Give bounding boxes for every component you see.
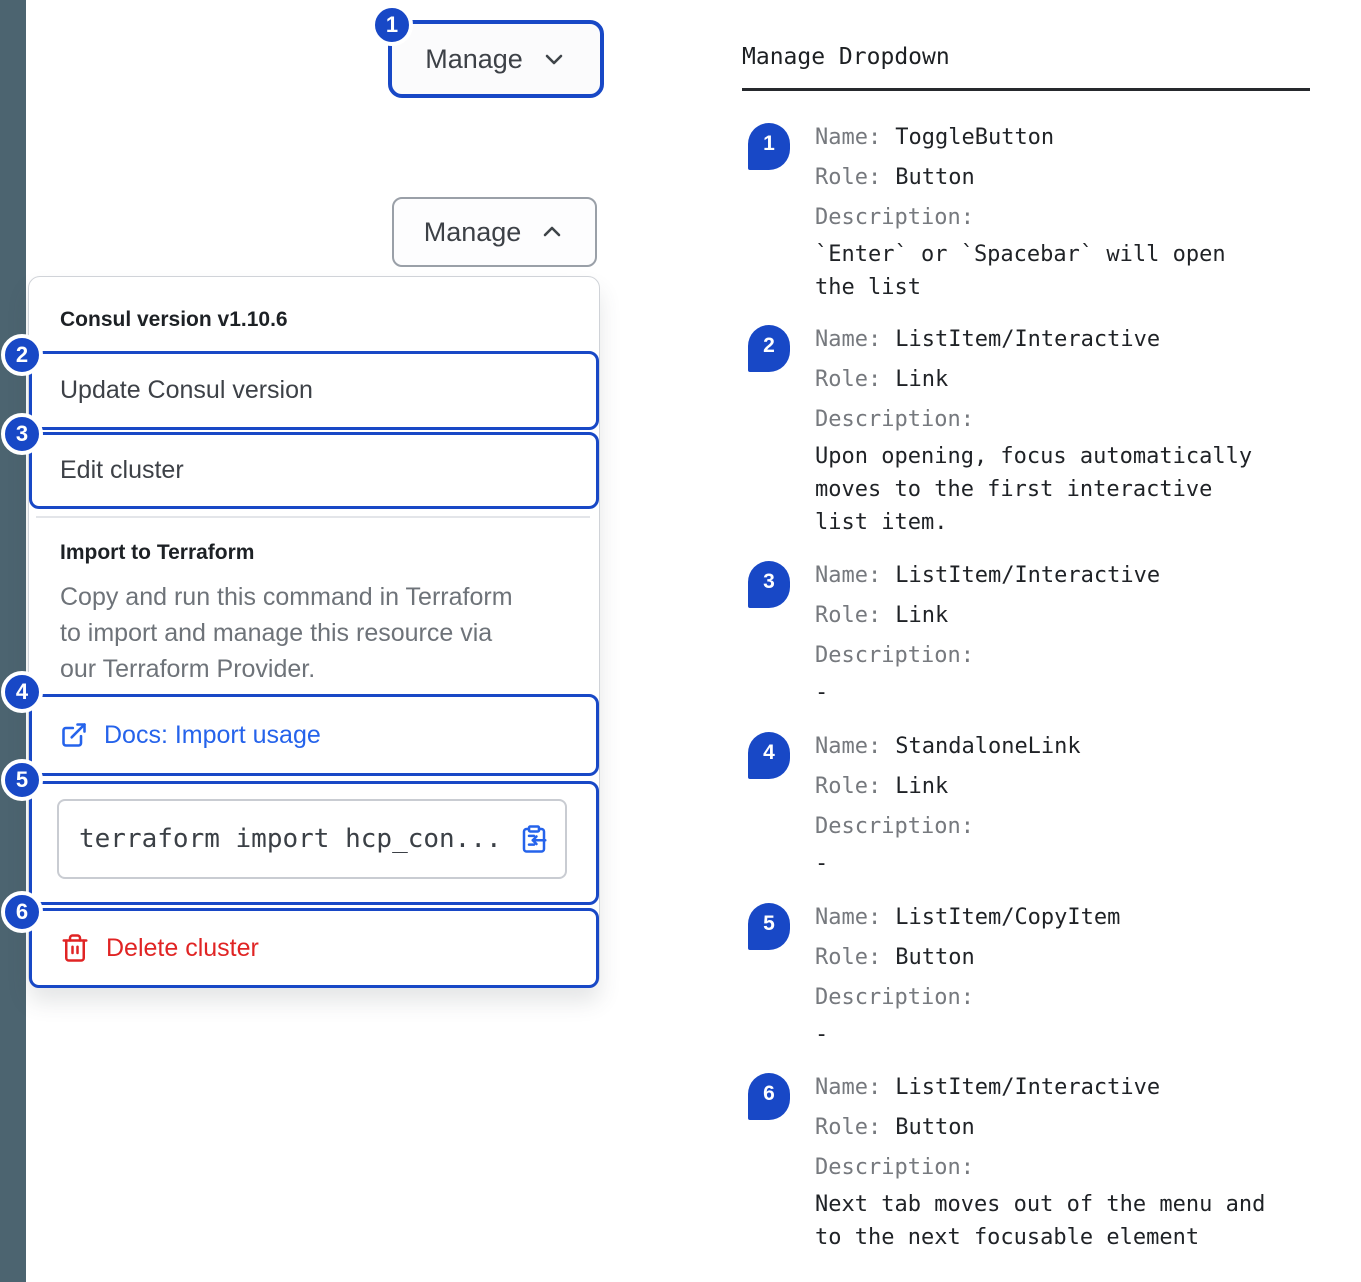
- annotation-entry-5: 5 Name: ListItem/CopyItem Role: Button Des…: [742, 898, 1332, 1051]
- marker-number: 4: [15, 679, 29, 704]
- left-edge-strip: [0, 0, 26, 1282]
- description-label: Description:: [815, 1155, 974, 1180]
- name-value: ListItem/Interactive: [895, 1075, 1161, 1100]
- manage-button-label: Manage: [423, 216, 522, 247]
- menu-header-consul-version: Consul version v1.10.6: [60, 308, 288, 331]
- role-value: Link: [895, 603, 949, 628]
- manage-toggle-button-collapsed[interactable]: Manage: [388, 20, 604, 98]
- role-label: Role:: [815, 165, 882, 190]
- chevron-down-icon: [541, 46, 567, 72]
- menu-header-import-terraform: Import to Terraform: [60, 541, 255, 564]
- annotation-entry-6: 6 Name:ListItem/Interactive Role:Button …: [742, 1068, 1332, 1254]
- name-value: ListItem/CopyItem: [895, 905, 1121, 930]
- description-label: Description:: [815, 814, 974, 839]
- name-value: ListItem/Interactive: [895, 327, 1161, 352]
- name-value: StandaloneLink: [895, 734, 1081, 759]
- annotation-marker-3: 3: [1, 413, 43, 455]
- marker-number: 5: [15, 767, 29, 792]
- menu-item-update-consul-version[interactable]: Update Consul version: [29, 351, 599, 430]
- role-label: Role:: [815, 367, 882, 392]
- marker-number: 6: [15, 899, 29, 924]
- manage-toggle-button-expanded[interactable]: Manage: [392, 197, 597, 267]
- description-label: Description:: [815, 205, 974, 230]
- description-text: -: [815, 1022, 829, 1047]
- name-value: ListItem/Interactive: [895, 563, 1161, 588]
- role-label: Role:: [815, 603, 882, 628]
- description-label: Description:: [815, 407, 974, 432]
- chevron-up-icon: [539, 219, 565, 245]
- name-label: Name:: [815, 327, 882, 352]
- copy-to-clipboard-icon[interactable]: [519, 824, 549, 854]
- delete-cluster-label: Delete cluster: [106, 933, 259, 962]
- entry-marker-4: 4: [748, 732, 790, 779]
- name-label: Name:: [815, 734, 882, 759]
- entry-marker-3: 3: [748, 561, 790, 608]
- annotation-marker-5: 5: [1, 759, 43, 801]
- description-text: -: [815, 851, 829, 876]
- name-label: Name:: [815, 125, 882, 150]
- role-value: Button: [895, 165, 975, 190]
- menu-item-label: Update Consul version: [60, 376, 313, 404]
- marker-number: 1: [385, 12, 399, 37]
- annotation-marker-2: 2: [1, 334, 43, 376]
- role-value: Link: [895, 774, 949, 799]
- role-label: Role:: [815, 1115, 882, 1140]
- annotation-entry-1: 1 Name: ToggleButton Role: Button Descript…: [742, 118, 1332, 304]
- docs-link-label: Docs: Import usage: [104, 720, 321, 749]
- entry-marker-1: 1: [748, 123, 790, 170]
- external-link-icon: [60, 721, 88, 749]
- trash-icon: [60, 933, 90, 963]
- role-value: Link: [895, 367, 949, 392]
- name-label: Name:: [815, 1075, 882, 1100]
- entry-marker-5: 5: [748, 903, 790, 950]
- menu-item-delete-cluster[interactable]: Delete cluster: [29, 908, 599, 988]
- annotation-marker-1: 1: [371, 4, 413, 46]
- entry-marker-2: 2: [748, 325, 790, 372]
- entry-marker-6: 6: [748, 1073, 790, 1120]
- menu-separator: [36, 516, 590, 518]
- name-label: Name:: [815, 905, 882, 930]
- annotation-panel-title: Manage Dropdown: [742, 44, 950, 70]
- menu-item-label: Edit cluster: [60, 456, 184, 484]
- description-label: Description:: [815, 643, 974, 668]
- manage-button-label: Manage: [425, 43, 523, 74]
- role-value: Button: [895, 945, 975, 970]
- role-label: Role:: [815, 945, 882, 970]
- docs-import-usage-link[interactable]: Docs: Import usage: [29, 694, 599, 776]
- annotation-entry-4: 4 Name: StandaloneLink Role: Link Descript…: [742, 727, 1332, 880]
- role-value: Button: [895, 1115, 975, 1140]
- annotation-marker-6: 6: [1, 891, 43, 933]
- terraform-import-code-field[interactable]: terraform import hcp_con...: [57, 799, 567, 879]
- marker-number: 2: [15, 342, 29, 367]
- code-snippet-text: terraform import hcp_con...: [79, 824, 502, 854]
- name-value: ToggleButton: [895, 125, 1055, 150]
- annotation-divider: [742, 88, 1310, 91]
- annotation-entry-2: 2 Name: ListItem/Interactive Role: Link De…: [742, 320, 1332, 539]
- description-text: -: [815, 680, 829, 705]
- description-label: Description:: [815, 985, 974, 1010]
- marker-number: 3: [15, 421, 29, 446]
- menu-item-edit-cluster[interactable]: Edit cluster: [29, 432, 599, 509]
- name-label: Name:: [815, 563, 882, 588]
- role-label: Role:: [815, 774, 882, 799]
- annotation-marker-4: 4: [1, 671, 43, 713]
- annotation-entry-3: 3 Name: ListItem/Interactive Role: Link De…: [742, 556, 1332, 709]
